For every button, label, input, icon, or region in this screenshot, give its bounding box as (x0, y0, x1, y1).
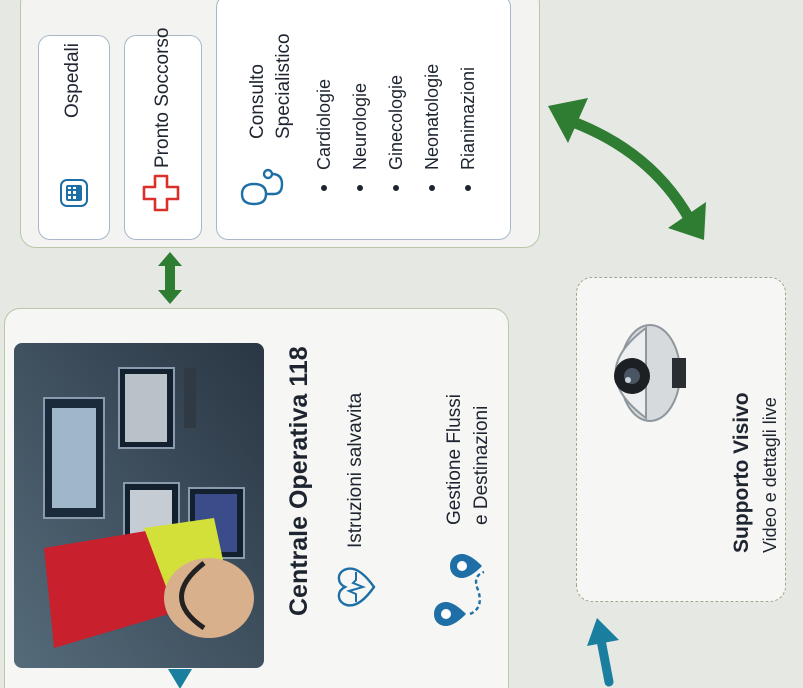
flow-management-label-line2: e Destinazioni (471, 405, 492, 525)
visual-support-title: Supporto Visivo (730, 392, 753, 553)
specialty-item: Ginecologie (386, 74, 406, 170)
specialty-item: Neonatologie (422, 63, 442, 170)
specialty-bullet (429, 185, 435, 191)
route-pins-icon (434, 554, 485, 626)
emergency-label: Pronto Soccorso (152, 27, 173, 168)
consult-title-line1: Consulto (247, 64, 268, 139)
specialty-item: Neurologie (350, 82, 370, 170)
hospitals-label: Ospedali (62, 43, 83, 118)
double-arrow-network-visual (548, 98, 706, 240)
hospital-icon (60, 179, 88, 207)
specialty-item: Cardiologie (314, 78, 334, 170)
specialty-bullet (357, 185, 363, 191)
consult-title-line2: Specialistico (273, 33, 294, 139)
flow-management-label-line1: Gestione Flussi (444, 394, 465, 525)
operator-photo (14, 343, 264, 668)
specialty-bullet (321, 185, 327, 191)
red-cross-icon (142, 174, 180, 212)
lifesaving-instructions-label: Istruzioni salvavita (345, 392, 366, 548)
camera-icon (614, 324, 686, 422)
specialty-item: Rianimazioni (458, 66, 478, 170)
teal-arrow-to-central (168, 669, 192, 688)
heart-pulse-icon (337, 567, 376, 607)
teal-arrow-to-visual (587, 618, 619, 687)
double-arrow-central-network (158, 252, 182, 304)
visual-support-subtitle: Video e dettagli live (760, 397, 780, 553)
specialty-bullet (465, 185, 471, 191)
specialty-bullet (393, 185, 399, 191)
stethoscope-icon (240, 168, 284, 206)
central-title: Centrale Operativa 118 (285, 346, 313, 616)
